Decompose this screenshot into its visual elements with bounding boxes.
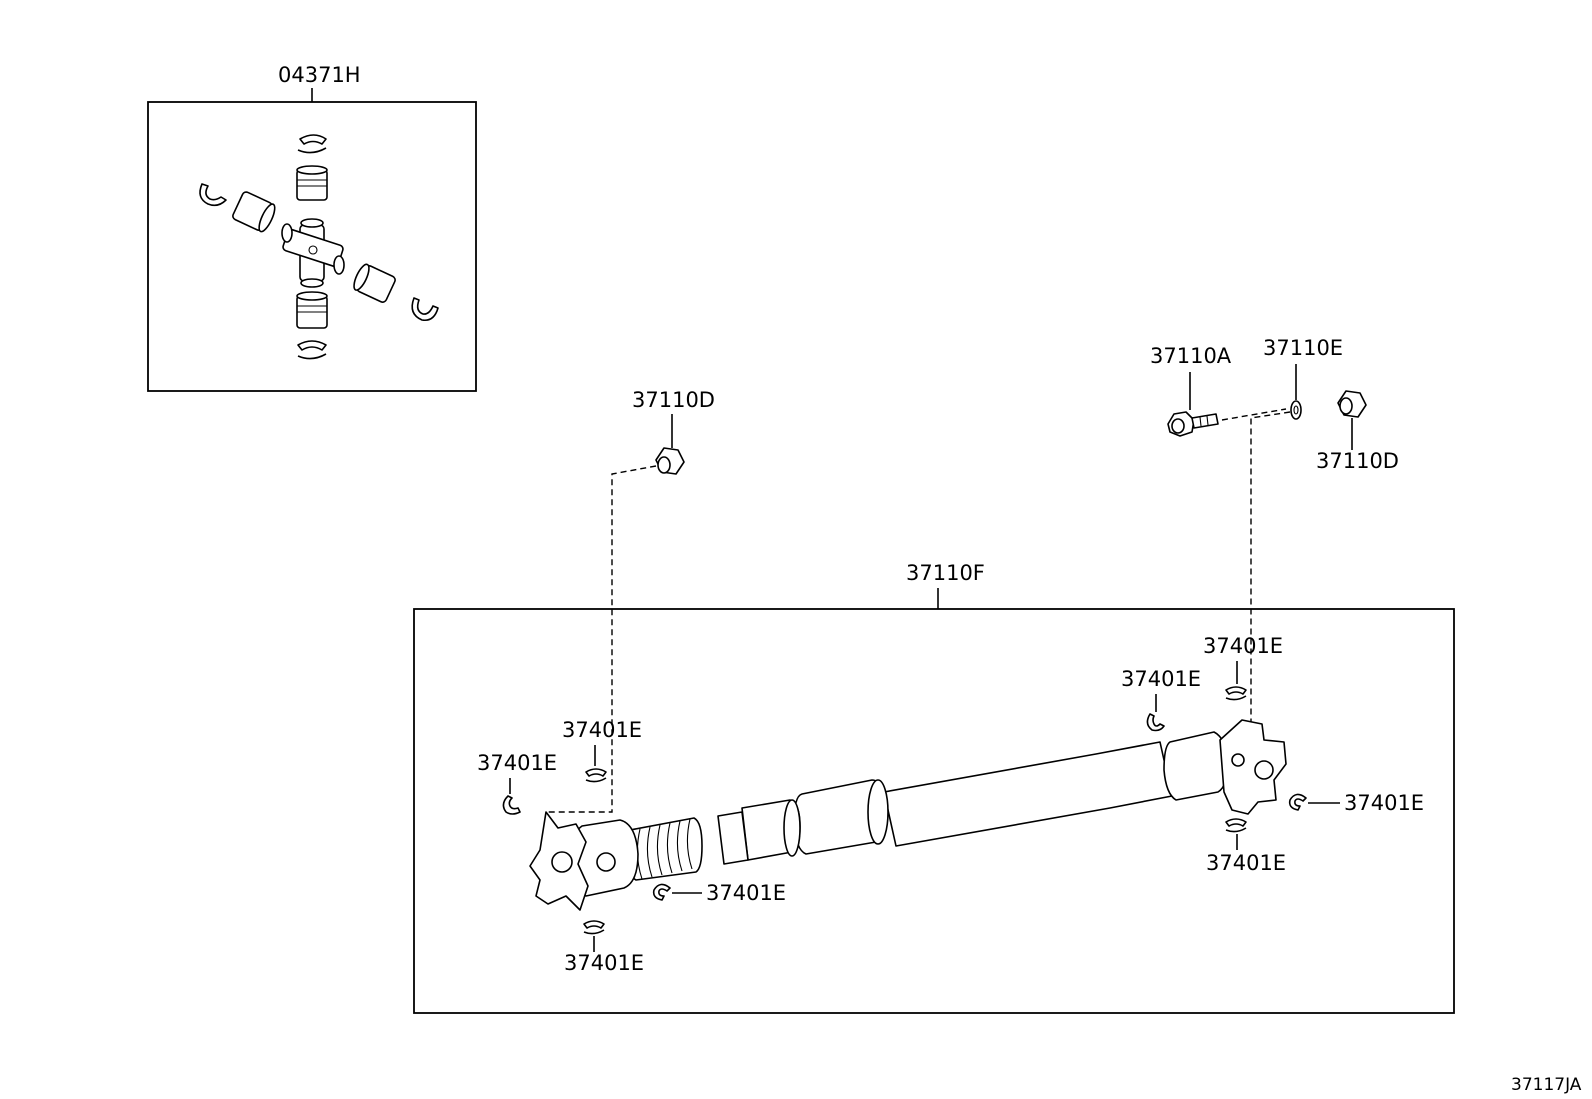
kit-bearing-cup-right <box>353 263 396 303</box>
snap-ring-label-1: 37401E <box>477 751 557 775</box>
snap-ring-label-5: 37401E <box>1121 667 1201 691</box>
snap-ring-label-7: 37401E <box>1344 791 1424 815</box>
hardware-group: 37110D 37110A 37110E <box>548 336 1399 813</box>
snap-ring-label-3: 37401E <box>706 881 786 905</box>
nut-right <box>1337 390 1367 418</box>
nut-right-label: 37110D <box>1316 449 1399 473</box>
snap-ring-label-6: 37401E <box>1203 634 1283 658</box>
snap-ring-label-8: 37401E <box>1206 851 1286 875</box>
washer <box>1290 400 1302 420</box>
snap-ring-label-4: 37401E <box>564 951 644 975</box>
snap-ring-5: 37401E <box>1121 667 1201 732</box>
bolt <box>1167 411 1219 437</box>
nut-left <box>655 447 685 475</box>
kit-label: 04371H <box>278 63 361 87</box>
kit-04371h-group: 04371H <box>147 63 477 392</box>
snap-ring-1: 37401E <box>477 751 557 815</box>
kit-snap-ring-right <box>411 297 439 322</box>
snap-ring-label-2: 37401E <box>562 718 642 742</box>
kit-bearing-cup-left <box>232 191 276 233</box>
snap-ring-3: 37401E <box>652 881 786 905</box>
kit-snap-ring-bottom <box>297 340 327 360</box>
shaft-assembly-label: 37110F <box>906 561 985 585</box>
reference-code: 37117JA <box>1511 1075 1582 1095</box>
bolt-label: 37110A <box>1150 344 1232 368</box>
kit-bearing-cup-top <box>296 165 328 201</box>
shaft-assembly-box <box>413 608 1455 1014</box>
snap-ring-6: 37401E <box>1203 634 1283 701</box>
snap-ring-7: 37401E <box>1288 791 1424 815</box>
snap-ring-4: 37401E <box>564 920 644 975</box>
nut-left-label: 37110D <box>632 388 715 412</box>
snap-ring-8: 37401E <box>1206 818 1286 875</box>
propeller-shaft <box>529 719 1287 911</box>
shaft-assembly-group: 37110F <box>413 561 1455 1014</box>
kit-snap-ring-top <box>297 134 327 154</box>
washer-label: 37110E <box>1263 336 1343 360</box>
kit-snap-ring-left <box>199 183 227 207</box>
kit-spider-cross <box>281 218 345 288</box>
snap-ring-2: 37401E <box>562 718 642 783</box>
kit-bearing-cup-bottom <box>296 291 328 329</box>
